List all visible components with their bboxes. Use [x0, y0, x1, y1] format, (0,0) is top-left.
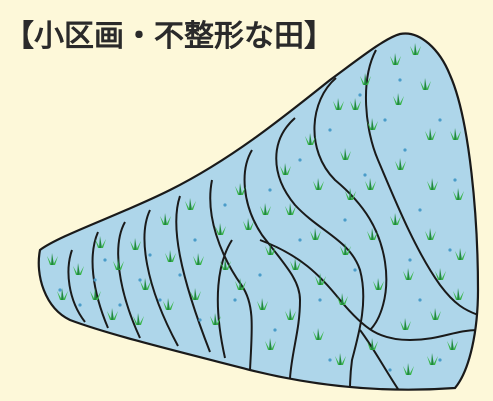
grass-tuft-icon: [220, 258, 231, 270]
grass-tuft-icon: [367, 228, 378, 240]
grass-tuft-icon: [285, 308, 296, 320]
grass-tuft-icon: [260, 203, 271, 215]
grass-tuft-icon: [47, 253, 58, 265]
grass-tuft-icon: [140, 278, 151, 290]
grass-tuft-icon: [285, 203, 296, 215]
grass-tufts: [47, 43, 466, 375]
grass-tuft-icon: [373, 278, 384, 290]
grass-tuft-icon: [210, 313, 221, 325]
grass-tuft-icon: [450, 128, 461, 140]
seedling-dots: [58, 78, 457, 372]
grass-tuft-icon: [265, 338, 276, 350]
grass-tuft-icon: [310, 228, 321, 240]
grass-tuft-icon: [425, 228, 436, 240]
grass-tuft-icon: [107, 308, 118, 320]
grass-tuft-icon: [350, 98, 361, 110]
grass-tuft-icon: [265, 243, 276, 255]
grass-tuft-icon: [165, 250, 176, 262]
grass-tuft-icon: [95, 236, 106, 248]
grass-tuft-icon: [57, 288, 68, 300]
grass-tuft-icon: [410, 43, 421, 55]
grass-tuft-icon: [163, 298, 174, 310]
grass-tuft-icon: [420, 78, 431, 90]
grass-tuft-icon: [367, 118, 378, 130]
grass-tuft-icon: [360, 73, 371, 85]
plot-boundaries: [67, 49, 478, 390]
grass-tuft-icon: [430, 308, 441, 320]
grass-tuft-icon: [337, 293, 348, 305]
grass-tuft-icon: [393, 93, 404, 105]
grass-tuft-icon: [455, 248, 466, 260]
grass-tuft-icon: [390, 53, 401, 65]
grass-tuft-icon: [333, 98, 344, 110]
grass-tuft-icon: [365, 178, 376, 190]
grass-tuft-icon: [400, 318, 411, 330]
grass-tuft-icon: [335, 353, 346, 365]
grass-tuft-icon: [160, 213, 171, 225]
grass-tuft-icon: [367, 338, 378, 350]
grass-tuft-icon: [340, 243, 351, 255]
grass-tuft-icon: [113, 258, 124, 270]
grass-tuft-icon: [290, 258, 301, 270]
grass-tuft-icon: [235, 278, 246, 290]
grass-tuft-icon: [390, 213, 401, 225]
grass-tuft-icon: [243, 218, 254, 230]
grass-tuft-icon: [315, 273, 326, 285]
grass-tuft-icon: [453, 188, 464, 200]
grass-tuft-icon: [215, 223, 226, 235]
grass-tuft-icon: [73, 263, 84, 275]
grass-tuft-icon: [453, 288, 464, 300]
grass-tuft-icon: [313, 178, 324, 190]
grass-tuft-icon: [427, 353, 438, 365]
grass-tuft-icon: [305, 133, 316, 145]
grass-tuft-icon: [447, 338, 458, 350]
grass-tuft-icon: [313, 328, 324, 340]
grass-tuft-icon: [395, 158, 406, 170]
grass-tuft-icon: [193, 253, 204, 265]
grass-tuft-icon: [403, 268, 414, 280]
paddy-field-outline: [37, 32, 480, 391]
grass-tuft-icon: [340, 148, 351, 160]
grass-tuft-icon: [427, 178, 438, 190]
grass-tuft-icon: [90, 288, 101, 300]
grass-tuft-icon: [133, 313, 144, 325]
grass-tuft-icon: [435, 268, 446, 280]
grass-tuft-icon: [425, 128, 436, 140]
page-title: 【小区画・不整形な田】: [4, 19, 334, 54]
grass-tuft-icon: [190, 288, 201, 300]
grass-tuft-icon: [257, 298, 268, 310]
grass-tuft-icon: [185, 198, 196, 210]
grass-tuft-icon: [345, 188, 356, 200]
grass-tuft-icon: [235, 183, 246, 195]
grass-tuft-icon: [403, 363, 414, 375]
grass-tuft-icon: [130, 238, 141, 250]
grass-tuft-icon: [280, 163, 291, 175]
